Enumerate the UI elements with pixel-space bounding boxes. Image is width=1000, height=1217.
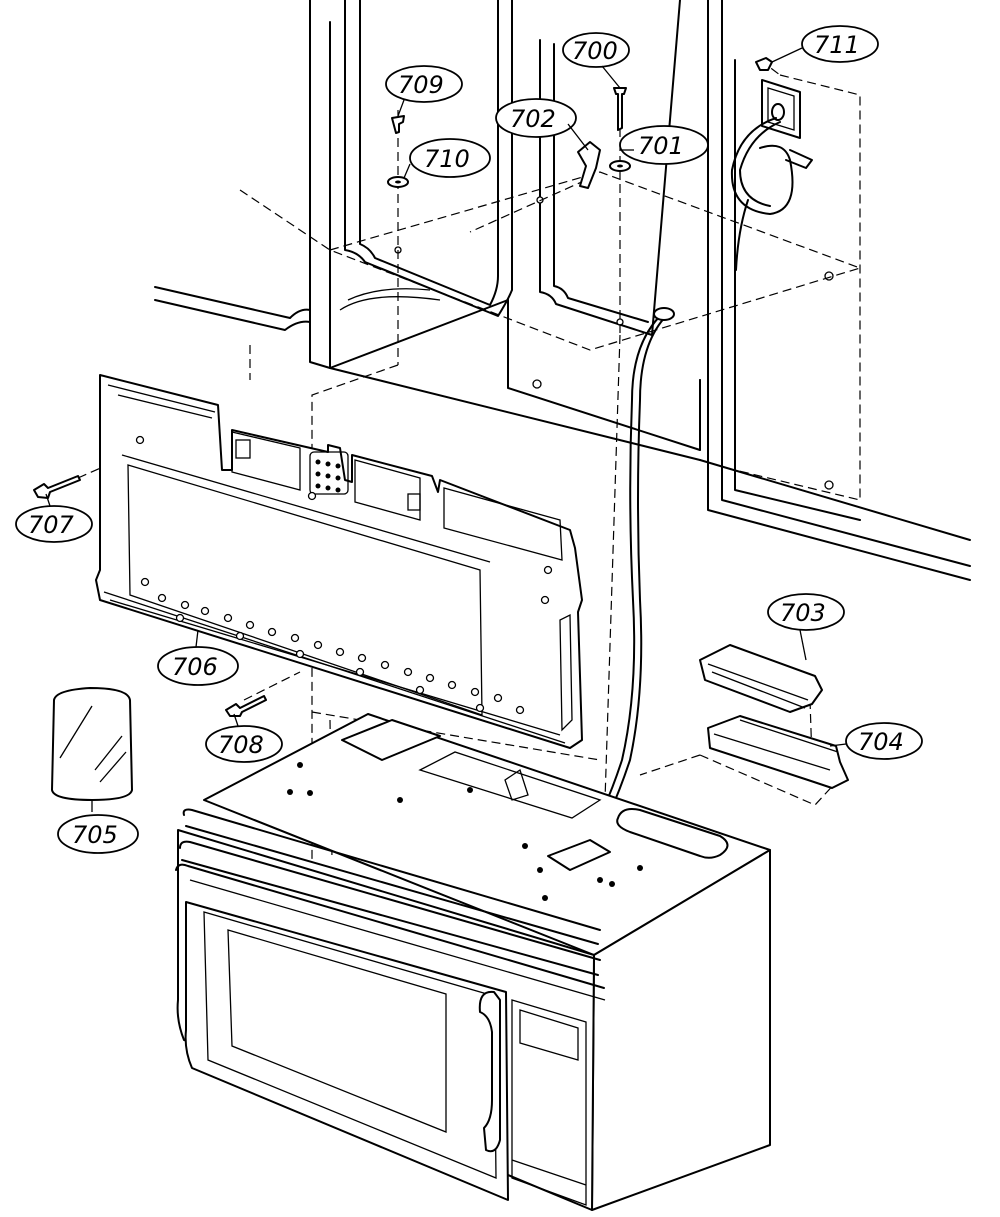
microwave-oven [175,713,771,1211]
screw-700 [613,87,627,131]
wall-outlet [761,79,801,139]
screw-711 [755,57,773,71]
washer-701 [609,160,631,172]
screw-709 [391,115,405,134]
callout-707: 707 [15,493,93,543]
svg-text:706: 706 [172,653,218,681]
svg-text:707: 707 [28,511,75,539]
screw-707 [33,475,81,499]
callout-700: 700 [562,32,630,89]
callout-711: 711 [771,25,879,63]
svg-text:705: 705 [72,821,118,849]
callout-708: 708 [205,713,283,763]
filter-bag-705 [51,687,133,812]
callout-705: 705 [57,814,139,854]
svg-text:702: 702 [510,105,556,133]
callout-703: 703 [767,593,845,661]
plate-vent-grid [309,451,349,495]
clip-702 [577,141,601,189]
screw-708 [225,695,267,717]
plate-hole-pattern [135,435,553,715]
cord-clamp-703 [699,644,823,713]
svg-text:709: 709 [398,71,444,99]
callout-701: 701 [619,125,709,165]
wall-mounting-plate [95,374,583,749]
callout-702: 702 [495,98,589,151]
svg-text:704: 704 [858,728,904,756]
svg-text:708: 708 [218,731,264,759]
washer-710 [387,176,409,188]
svg-text:710: 710 [424,145,470,173]
svg-text:701: 701 [638,132,684,160]
svg-text:711: 711 [814,31,860,59]
power-cord [584,117,813,849]
callout-704: 704 [829,722,923,760]
callout-710: 710 [403,138,491,179]
svg-text:700: 700 [572,37,618,65]
callout-709: 709 [385,65,463,117]
cord-holder-704 [707,715,849,789]
callout-706: 706 [157,629,239,686]
svg-text:703: 703 [780,599,826,627]
